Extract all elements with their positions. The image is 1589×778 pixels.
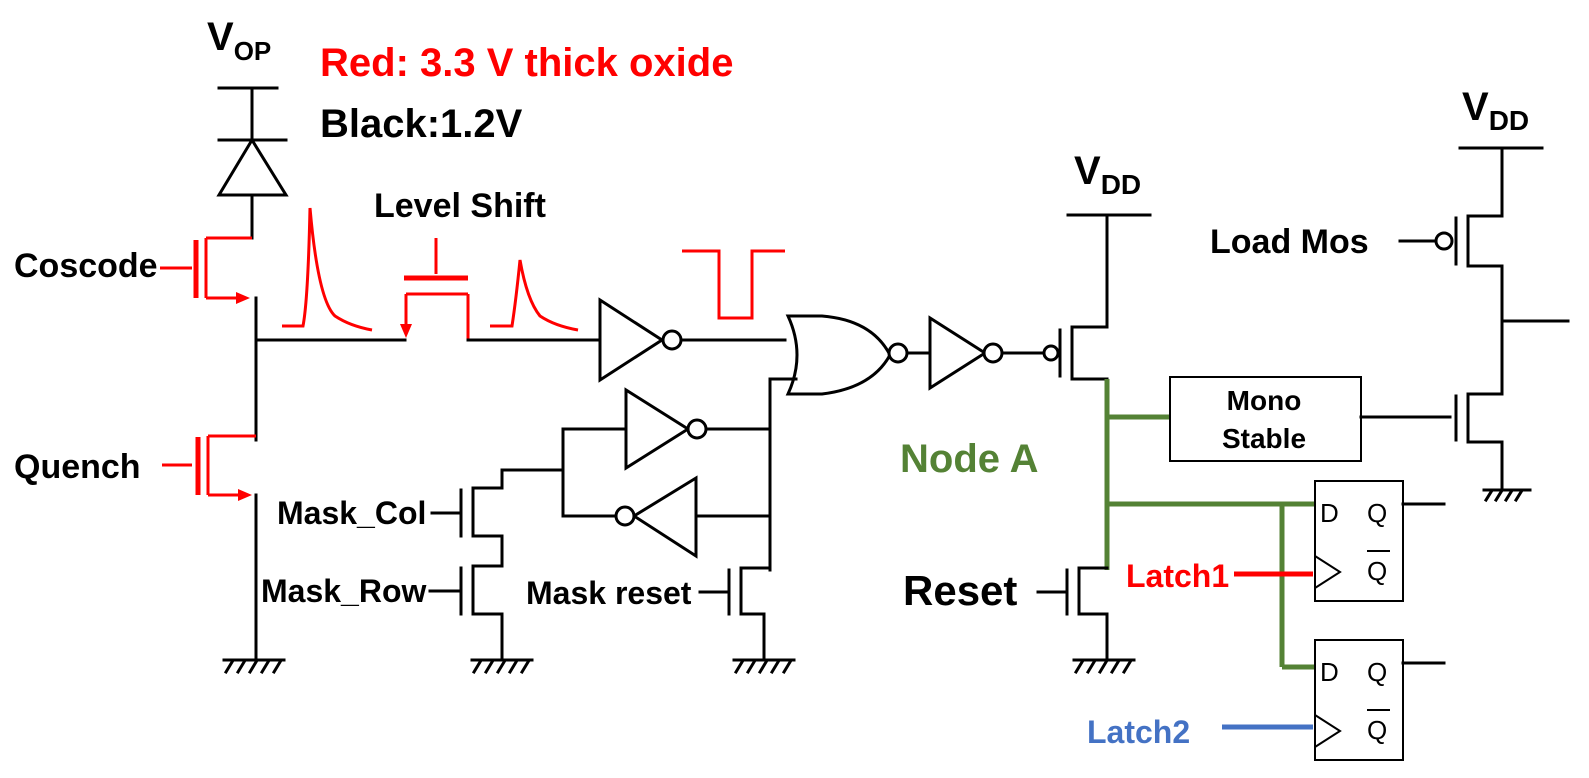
ff1-d-pin: D bbox=[1320, 498, 1339, 528]
ff2-q-pin: Q bbox=[1367, 657, 1387, 687]
ground-icon bbox=[1482, 488, 1532, 503]
vdd-rail-right bbox=[1458, 146, 1544, 218]
quench-transistor-icon bbox=[162, 434, 256, 501]
monostable-label-line1: Mono bbox=[1227, 385, 1302, 416]
vop-label: VOP bbox=[207, 15, 271, 66]
d-flip-flop-2: D Q Q bbox=[1314, 639, 1446, 761]
load-mos-label: Load Mos bbox=[1210, 223, 1369, 261]
node-a-net bbox=[1104, 379, 1315, 670]
vdd-rail bbox=[1066, 213, 1152, 329]
level-shift-transistor-icon bbox=[400, 238, 470, 340]
level-shift-label: Level Shift bbox=[374, 187, 546, 225]
monostable-label-line2: Stable bbox=[1222, 423, 1306, 454]
level-shifted-pulse-waveform bbox=[490, 259, 579, 332]
spad-diode-icon bbox=[216, 137, 289, 240]
mask-memory-latch-icon bbox=[561, 377, 772, 572]
legend-red-text: Red: 3.3 V thick oxide bbox=[320, 41, 733, 85]
mask-row-label: Mask_Row bbox=[261, 573, 427, 609]
mask-col-label: Mask_Col bbox=[277, 495, 426, 531]
inverter-2-icon bbox=[905, 315, 1047, 391]
ff2-d-pin: D bbox=[1320, 657, 1339, 687]
vdd-label: VDD bbox=[1074, 149, 1141, 200]
ff1-qbar-pin: Q bbox=[1367, 556, 1387, 586]
reset-label: Reset bbox=[903, 567, 1017, 614]
digital-pulse-waveform bbox=[682, 249, 785, 320]
load-mos-transistor-icon bbox=[1398, 214, 1570, 396]
coscode-transistor-icon bbox=[160, 236, 252, 304]
inverter-1-icon bbox=[598, 297, 787, 383]
mask-reset-transistor-icon bbox=[698, 566, 772, 662]
nor-gate-icon bbox=[785, 314, 909, 396]
mask-col-transistor-icon bbox=[430, 468, 565, 568]
pmos-pullup-transistor-icon bbox=[1042, 325, 1109, 381]
mask-row-transistor-icon bbox=[428, 564, 504, 662]
node-a-label: Node A bbox=[900, 437, 1039, 481]
legend-black-text: Black:1.2V bbox=[320, 102, 523, 146]
ff1-q-pin: Q bbox=[1367, 498, 1387, 528]
vop-rail bbox=[217, 86, 279, 142]
mask-reset-label: Mask reset bbox=[526, 575, 692, 611]
latch1-label: Latch1 bbox=[1126, 558, 1229, 594]
ff2-qbar-pin: Q bbox=[1367, 715, 1387, 745]
monostable-block: Mono Stable bbox=[1169, 376, 1452, 462]
vdd-label-right: VDD bbox=[1462, 85, 1529, 136]
coscode-label: Coscode bbox=[14, 247, 158, 285]
ground-icon bbox=[732, 658, 796, 675]
reset-transistor-icon bbox=[1036, 566, 1109, 662]
ground-icon bbox=[222, 658, 286, 675]
ground-icon bbox=[1072, 658, 1136, 675]
d-flip-flop-1: D Q Q bbox=[1314, 480, 1446, 602]
output-nmos-transistor-icon bbox=[1454, 392, 1504, 492]
quench-label: Quench bbox=[14, 448, 141, 486]
avalanche-pulse-waveform bbox=[282, 207, 373, 332]
ground-icon bbox=[470, 658, 534, 675]
latch2-label: Latch2 bbox=[1087, 714, 1190, 750]
